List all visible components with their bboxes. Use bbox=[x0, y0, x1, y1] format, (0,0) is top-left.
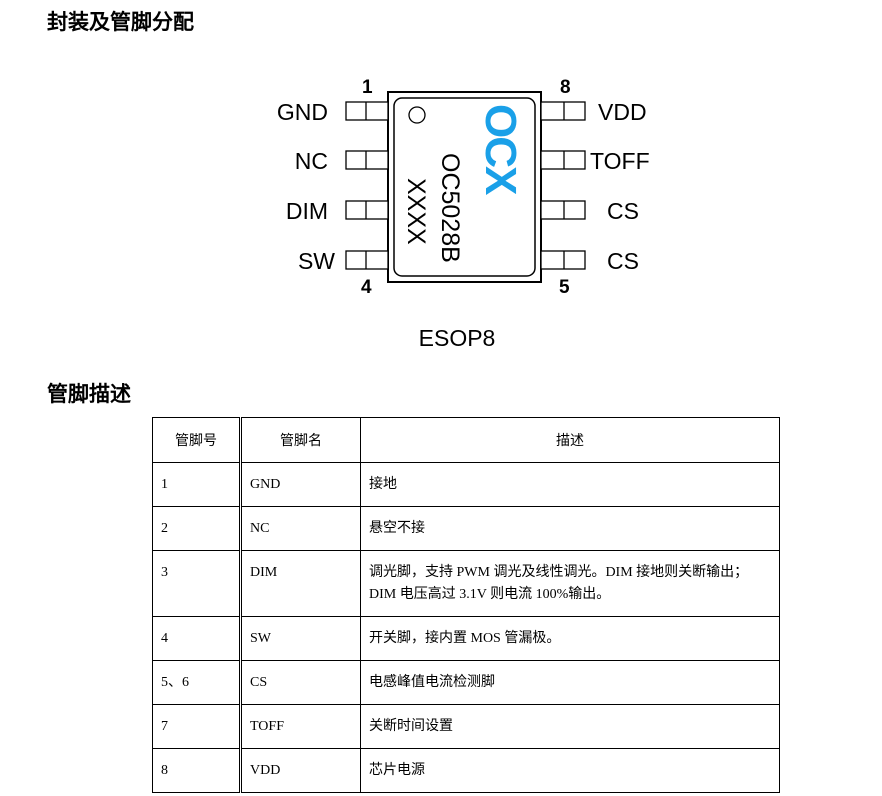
description-cell: 调光脚，支持 PWM 调光及线性调光。DIM 接地则关断输出；DIM 电压高过 … bbox=[360, 550, 780, 617]
pin-label-sw: SW bbox=[298, 248, 335, 274]
description-cell: 开关脚，接内置 MOS 管漏极。 bbox=[360, 616, 780, 661]
pin-label-vdd: VDD bbox=[598, 99, 647, 125]
pin-number-cell: 3 bbox=[152, 550, 242, 617]
pin-label-dim: DIM bbox=[286, 198, 328, 224]
section-title-pinout: 封装及管脚分配 bbox=[47, 10, 194, 34]
pin-name-cell: TOFF bbox=[240, 704, 361, 749]
table-row: 7 TOFF 关断时间设置 bbox=[152, 704, 780, 749]
pin-name-cell: GND bbox=[240, 462, 361, 507]
table-row: 1 GND 接地 bbox=[152, 462, 780, 507]
description-cell: 电感峰值电流检测脚 bbox=[360, 660, 780, 705]
pin-number-cell: 7 bbox=[152, 704, 242, 749]
package-name: ESOP8 bbox=[419, 325, 496, 351]
pin-description-table: 管脚号 管脚名 描述 1 GND 接地 2 NC 悬空不接 3 DIM 调光脚，… bbox=[152, 417, 780, 793]
description-cell: 接地 bbox=[360, 462, 780, 507]
pin-label-gnd: GND bbox=[277, 99, 328, 125]
pin-number-4: 4 bbox=[361, 277, 372, 298]
package-diagram: GND NC DIM SW VDD TOFF CS CS 1 4 5 8 OC5… bbox=[277, 77, 650, 351]
header-pin-number: 管脚号 bbox=[152, 417, 242, 463]
description-cell: 芯片电源 bbox=[360, 748, 780, 793]
package-inner-outline bbox=[393, 97, 536, 277]
pin1-dot-icon bbox=[408, 106, 426, 124]
section-title-pin-description: 管脚描述 bbox=[47, 382, 131, 406]
table-header-row: 管脚号 管脚名 描述 bbox=[152, 417, 780, 463]
pin-label-nc: NC bbox=[295, 148, 328, 174]
description-cell: 悬空不接 bbox=[360, 506, 780, 551]
header-pin-name: 管脚名 bbox=[240, 417, 361, 463]
pin-label-cs-2: CS bbox=[607, 248, 639, 274]
chip-marking: XXXX bbox=[402, 178, 430, 245]
table-row: 8 VDD 芯片电源 bbox=[152, 748, 780, 793]
pin-name-cell: NC bbox=[240, 506, 361, 551]
table-row: 3 DIM 调光脚，支持 PWM 调光及线性调光。DIM 接地则关断输出；DIM… bbox=[152, 550, 780, 617]
table-row: 2 NC 悬空不接 bbox=[152, 506, 780, 551]
header-description: 描述 bbox=[360, 417, 780, 463]
ocx-logo: OCX bbox=[476, 104, 525, 195]
description-cell: 关断时间设置 bbox=[360, 704, 780, 749]
pin-label-toff: TOFF bbox=[590, 148, 650, 174]
pin-number-cell: 4 bbox=[152, 616, 242, 661]
pin-number-5: 5 bbox=[559, 277, 570, 298]
table-row: 5、6 CS 电感峰值电流检测脚 bbox=[152, 660, 780, 705]
pin-name-cell: DIM bbox=[240, 550, 361, 617]
pin-name-cell: SW bbox=[240, 616, 361, 661]
part-number: OC5028B bbox=[436, 153, 464, 263]
pin-number-8: 8 bbox=[560, 77, 571, 98]
pin-name-cell: VDD bbox=[240, 748, 361, 793]
right-pin-leads bbox=[540, 101, 586, 270]
pin-number-1: 1 bbox=[362, 77, 373, 98]
pin-number-cell: 5、6 bbox=[152, 660, 242, 705]
pin-name-cell: CS bbox=[240, 660, 361, 705]
pin-number-cell: 8 bbox=[152, 748, 242, 793]
left-pin-leads bbox=[345, 101, 389, 270]
pin-number-cell: 2 bbox=[152, 506, 242, 551]
table-row: 4 SW 开关脚，接内置 MOS 管漏极。 bbox=[152, 616, 780, 661]
pin-number-cell: 1 bbox=[152, 462, 242, 507]
pin-label-cs-1: CS bbox=[607, 198, 639, 224]
